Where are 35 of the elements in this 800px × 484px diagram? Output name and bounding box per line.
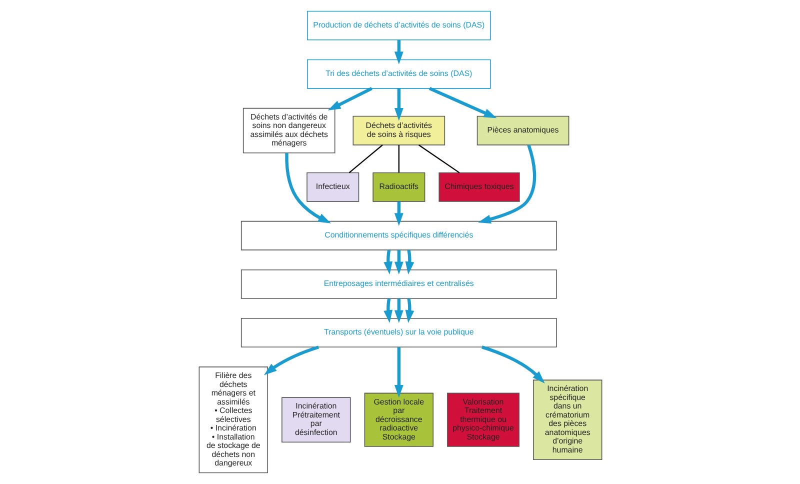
- arrow: [478, 144, 536, 224]
- node-box: Transports (éventuels) sur la voie publique: [240, 318, 556, 348]
- connector: [348, 144, 382, 174]
- node-box: Déchets d’activités de soins non dangereux assimilés aux déchets ménagers: [242, 108, 335, 154]
- arrow: [394, 347, 403, 398]
- arrow: [383, 298, 392, 323]
- node-box: Déchets d’activités de soins à risques: [352, 116, 445, 146]
- arrow: [327, 87, 372, 110]
- arrow: [481, 346, 544, 384]
- arrow: [394, 298, 403, 324]
- node-box: Entreposages intermédiaires et centralisés: [240, 269, 556, 299]
- arrow: [404, 298, 414, 323]
- connector: [398, 144, 399, 172]
- node-box: Pièces anatomiques: [476, 116, 569, 146]
- arrow: [394, 88, 403, 121]
- node-box: Conditionnements spécifiques différenciés: [240, 220, 556, 250]
- arrow: [284, 153, 330, 224]
- node-box: Radioactifs: [372, 172, 425, 202]
- arrow: [428, 87, 496, 118]
- node-box: Valorisation Traitement thermique ou physico-chimique Stockage: [446, 392, 519, 447]
- node-box: Filière des déchets ménagers et assimilés • Collectes sélectives • Incinération • Installation de stockage de déchets non dangereux: [198, 366, 268, 474]
- node-box: Infectieux: [306, 172, 359, 202]
- node-box: Chimiques toxiques: [438, 172, 520, 202]
- node-box: Incinération spécifique dans un crématorium des pièces anatomiques d’origine humaine: [532, 380, 602, 460]
- node-box: Tri des déchets d’activités de soins (DAS): [306, 59, 490, 89]
- node-box: Production de déchets d’activités de soins (DAS): [306, 10, 490, 40]
- arrow: [263, 346, 319, 376]
- arrow: [404, 250, 414, 274]
- node-box: Gestion locale par décroissance radioactive Stockage: [364, 392, 434, 447]
- node-box: Incinération Prétraitement par désinfection: [281, 397, 350, 443]
- connector: [418, 144, 460, 174]
- arrow: [383, 250, 392, 274]
- arrow: [394, 201, 403, 226]
- arrow: [394, 40, 403, 64]
- arrow: [394, 250, 403, 274]
